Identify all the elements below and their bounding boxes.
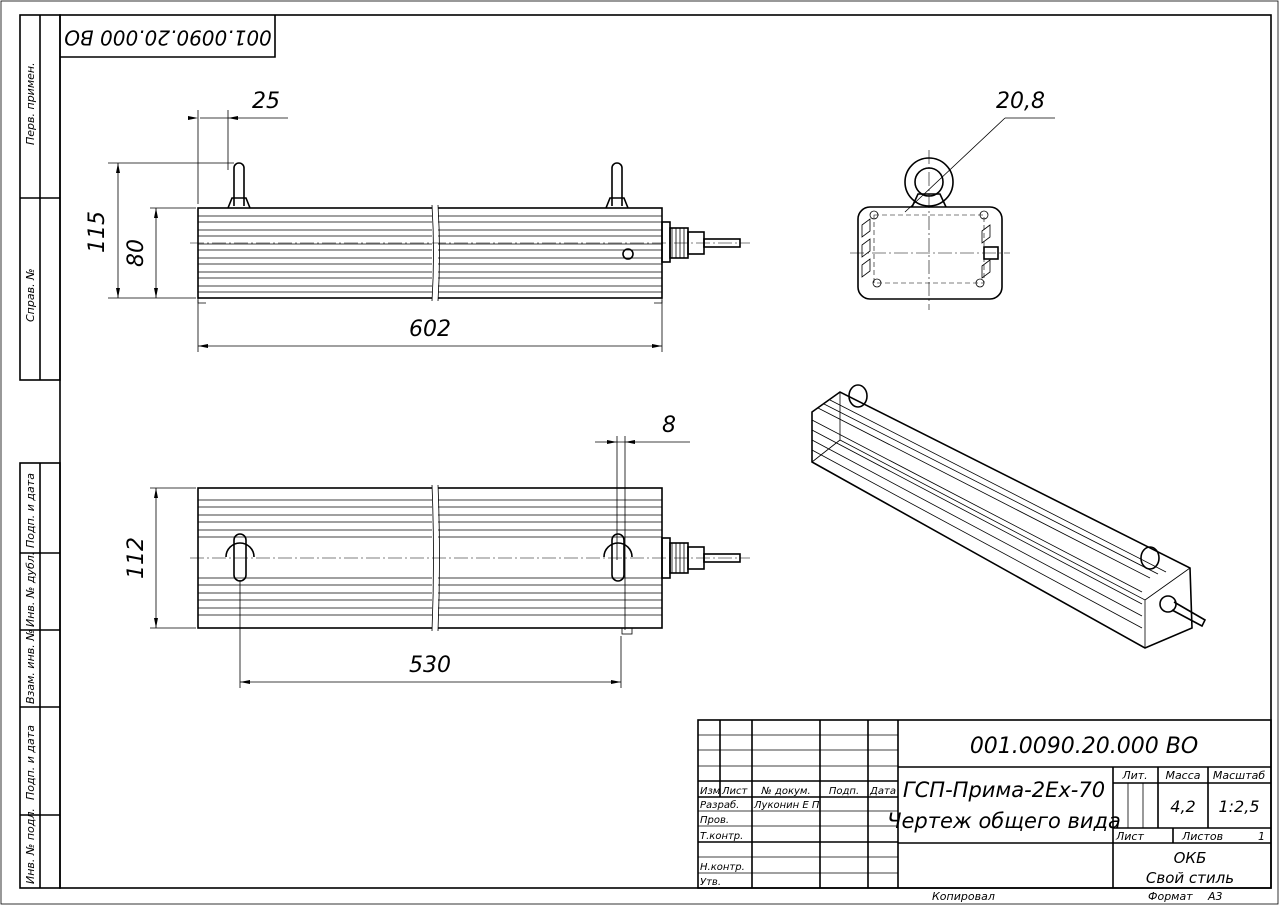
mass-label: Масса [1165, 769, 1200, 782]
scale-value: 1:2,5 [1218, 797, 1259, 816]
mount-handle-left-top [225, 533, 255, 582]
org-line-1: ОКБ [1174, 849, 1207, 867]
role-razrab: Разраб. [700, 799, 739, 811]
mount-handle-left [227, 162, 251, 209]
developer-name: Луконин Е П [753, 800, 820, 811]
sheets-label: Листов [1181, 830, 1223, 843]
side-strip-top: Перв. примен. Справ. № [19, 14, 61, 381]
role-utv: Утв. [700, 877, 721, 888]
dim-front-offset: 25 [252, 89, 280, 114]
dim-front-length: 602 [409, 317, 451, 342]
copied-label: Копировал [932, 890, 995, 903]
role-prov: Пров. [700, 815, 729, 826]
dim-top-width: 112 [124, 537, 149, 579]
hdr-doc-no: № докум. [760, 786, 810, 797]
role-tkontr: Т.контр. [700, 831, 743, 842]
mass-value: 4,2 [1170, 797, 1195, 816]
document-type: Чертеж общего вида [887, 809, 1121, 833]
strip-label-perv-primen: Перв. примен. [24, 62, 37, 145]
hdr-list: Лист [721, 786, 749, 797]
hdr-izm: Изм [700, 786, 721, 797]
title-block: Изм Лист № докум. Подп. Дата Разраб. Лук… [697, 719, 1272, 889]
product-name: ГСП-Прима-2Ех-70 [903, 778, 1105, 802]
front-view: 25 115 80 602 [85, 89, 750, 352]
strip-label-inv-dubl: Инв. № дубл. [24, 552, 37, 627]
dim-front-body-height: 80 [124, 239, 149, 267]
mount-handle-right [605, 162, 629, 209]
hdr-date: Дата [869, 786, 896, 797]
main-frame [59, 14, 1272, 889]
strip-label-sprav-no: Справ. № [24, 268, 37, 322]
hdr-sign: Подп. [829, 786, 859, 797]
top-view: 112 8 530 [124, 413, 750, 688]
isometric-view [811, 384, 1207, 649]
role-nkontr: Н.контр. [700, 862, 745, 873]
format-value: А3 [1207, 890, 1223, 903]
strip-label-podp-data-2: Подп. и дата [24, 725, 37, 800]
sheet-label: Лист [1115, 830, 1144, 843]
dim-top-mount-spacing: 530 [409, 653, 451, 678]
top-stamp-text: 001.0090.20.000 ВО [64, 26, 272, 50]
dim-top-offset: 8 [662, 413, 676, 438]
end-view: 20,8 [850, 89, 1055, 310]
scale-label: Масштаб [1213, 769, 1265, 782]
designation: 001.0090.20.000 ВО [970, 734, 1198, 759]
strip-label-podp-data-1: Подп. и дата [24, 473, 37, 548]
strip-label-vzam-inv: Взам. инв. № [24, 629, 37, 704]
strip-label-inv-podl: Инв. № подл. [24, 808, 37, 884]
dim-front-total-height: 115 [85, 211, 110, 253]
org-line-2: Свой стиль [1146, 869, 1234, 887]
top-stamp: 001.0090.20.000 ВО [60, 15, 276, 58]
format-label: Формат [1148, 890, 1193, 903]
mount-handle-right-top [603, 533, 633, 582]
side-strip-bottom: Подп. и дата Инв. № дубл. Взам. инв. № П… [19, 462, 61, 889]
dim-eye-diameter: 20,8 [996, 89, 1045, 114]
lit-label: Лит. [1121, 769, 1147, 782]
sheets-value: 1 [1258, 830, 1265, 843]
